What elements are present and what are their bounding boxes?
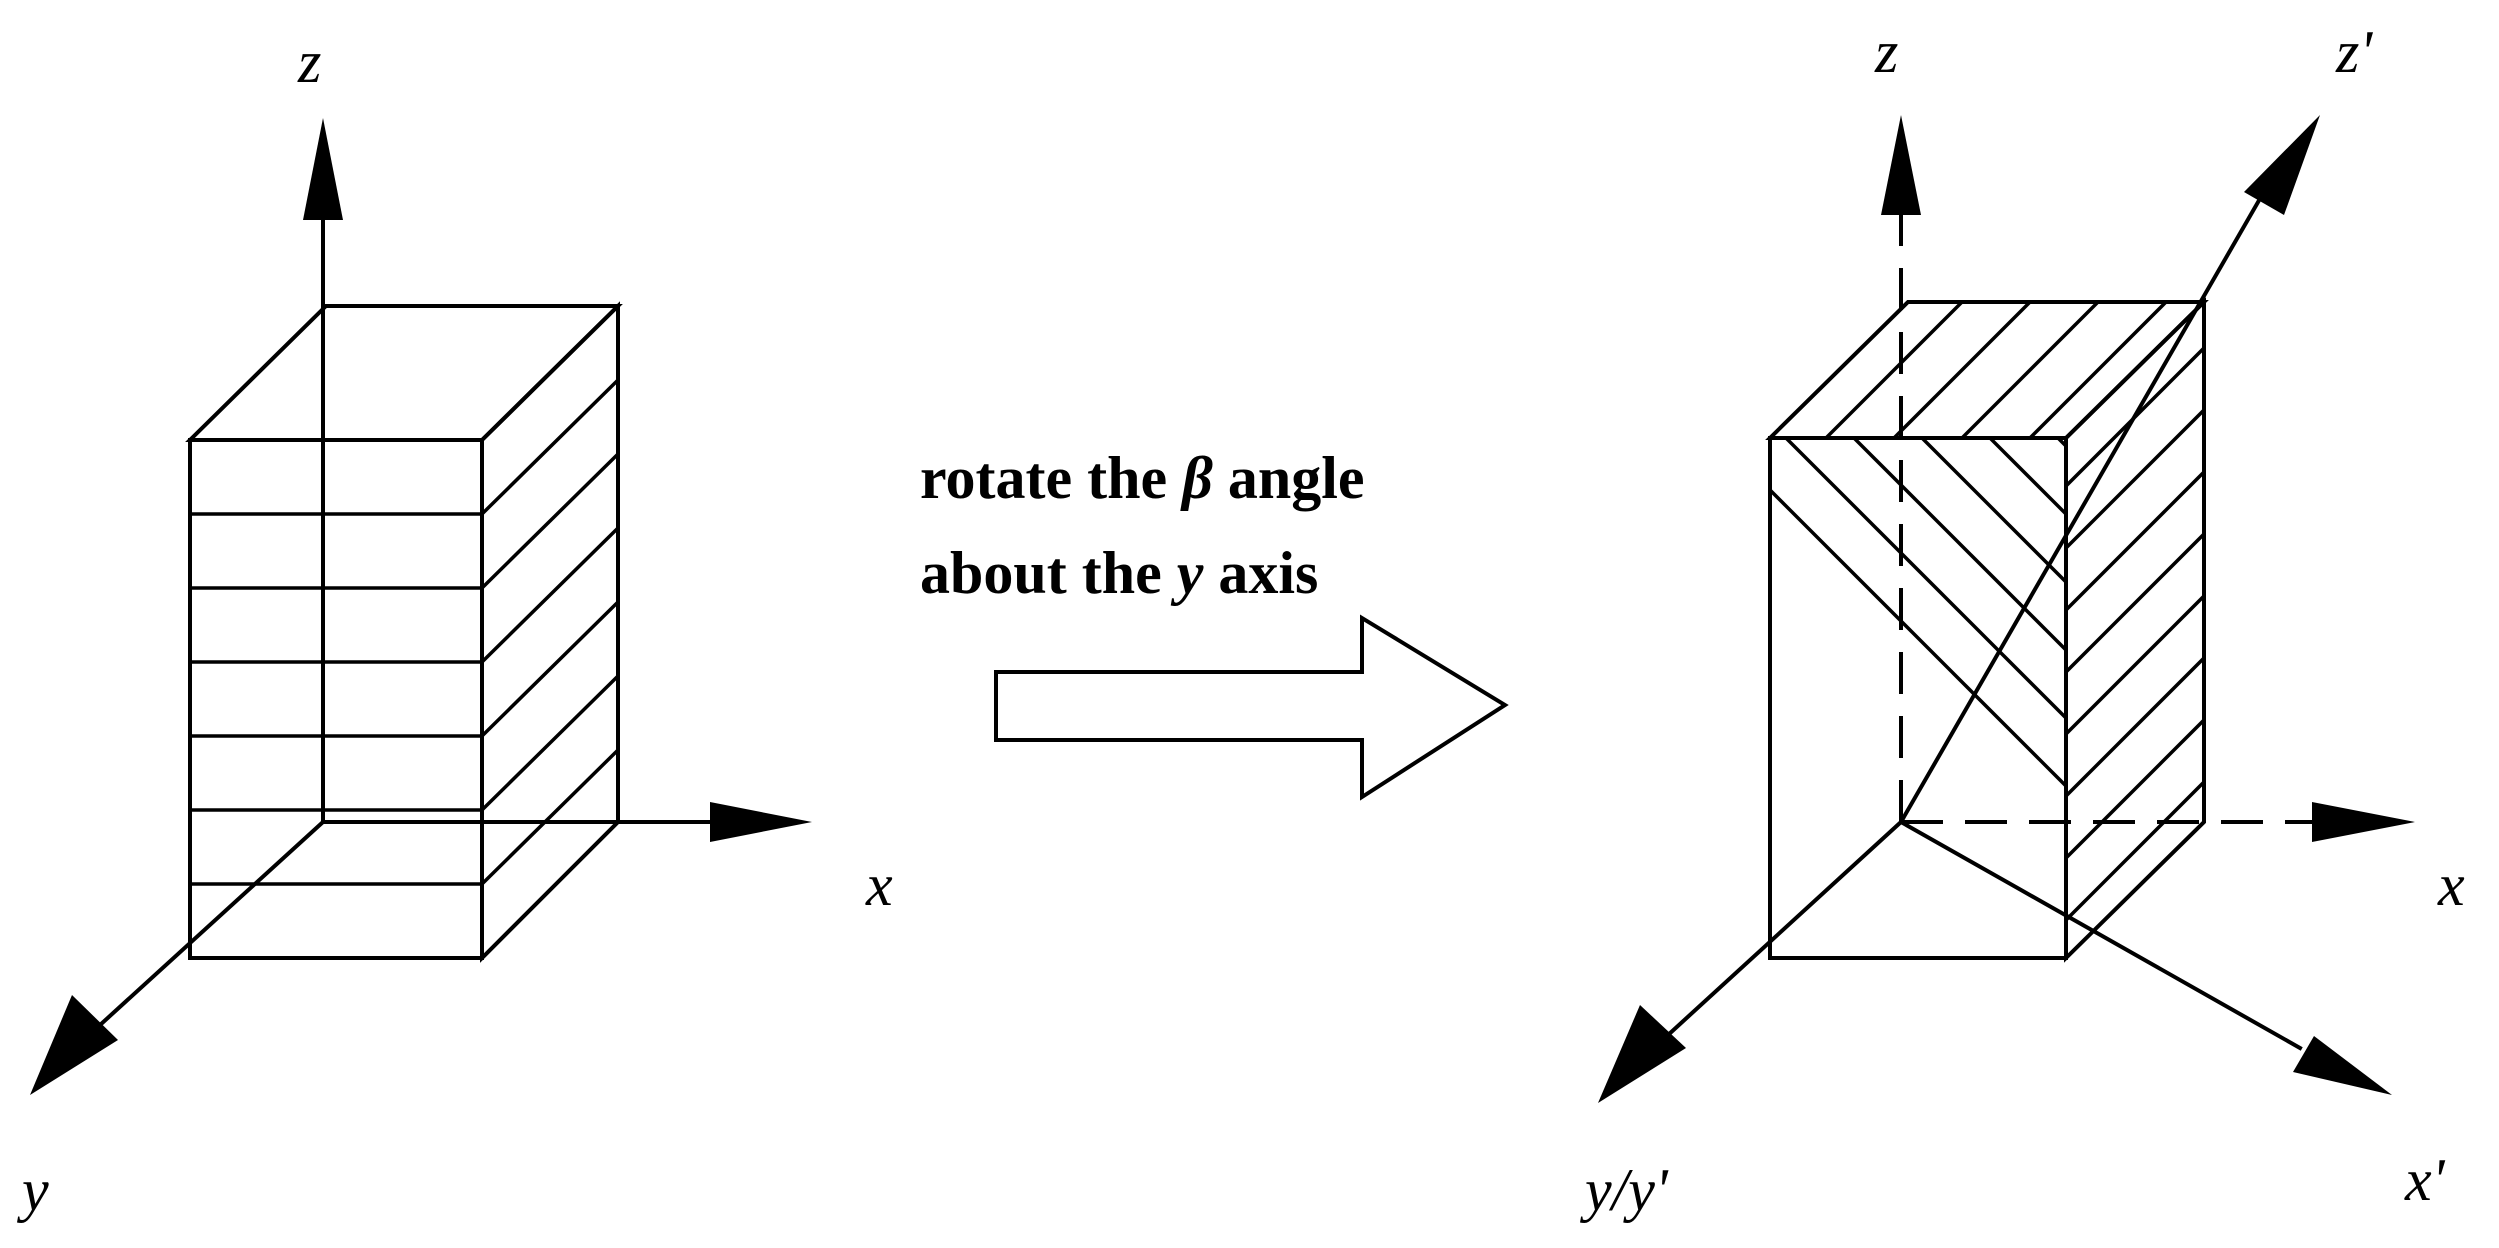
- layer-line-side: [480, 452, 620, 590]
- hatch-line-front: [1770, 438, 2066, 666]
- right-x-arrowhead: [2312, 802, 2415, 842]
- hatch-line-top: [1770, 302, 2204, 438]
- layer-line-side: [480, 526, 620, 664]
- right-y-arrowhead: [1598, 1005, 1686, 1103]
- left-y-arrowhead: [30, 995, 118, 1095]
- hatch-line-side: [2066, 712, 2204, 866]
- hatch-line-top: [1770, 302, 2204, 438]
- transform-caption-line2: about the y axis: [920, 540, 1318, 606]
- hatch-line-side: [2066, 650, 2204, 804]
- right-z-prime-label: z': [2335, 19, 2373, 85]
- transform-arrow: [994, 614, 1509, 801]
- hatch-line-front: [1770, 438, 2066, 598]
- hatch-line-front: [1760, 0, 2080, 120]
- right-y-label: y/y': [1579, 1157, 1669, 1223]
- hatch-line-front: [1760, 4, 2080, 324]
- left-box-top: [185, 304, 623, 442]
- right-box-side: [2064, 297, 2206, 963]
- hatch-line-side: [2066, 836, 2204, 958]
- hatch-line-side: [2066, 774, 2204, 928]
- right-box-front-hatching: [1760, 0, 2080, 802]
- right-z-arrowhead: [1881, 115, 1921, 215]
- left-z-arrowhead: [303, 118, 343, 220]
- hatch-line-front: [1760, 0, 2080, 52]
- layer-line-side: [480, 748, 620, 886]
- hatch-line-front: [1760, 0, 2080, 256]
- left-z-label: z: [297, 29, 321, 95]
- hatch-line-side: [2066, 464, 2204, 618]
- layer-line-side: [480, 600, 620, 738]
- right-box-top: [1765, 300, 2209, 440]
- left-y-axis: [97, 819, 326, 1028]
- hatch-line-front: [1770, 438, 2066, 734]
- left-figure: [30, 118, 812, 1095]
- left-box-side: [480, 301, 620, 963]
- hatch-line-front: [1770, 478, 2066, 802]
- right-box-front: [1768, 436, 2068, 960]
- hatch-line-side: [2066, 402, 2204, 556]
- hatch-line-front: [1770, 438, 2066, 530]
- layer-line-side: [480, 674, 620, 812]
- right-z-label: z: [1874, 19, 1898, 85]
- left-box-front: [188, 438, 484, 960]
- right-x-prime-axis: [1898, 819, 2303, 1051]
- beta-symbol: β: [1180, 445, 1213, 511]
- hatch-line-side: [2066, 588, 2204, 742]
- hatch-line-top: [1770, 302, 2204, 438]
- hatch-line-top: [1770, 302, 2204, 438]
- right-x-prime-label: x': [2404, 1147, 2446, 1213]
- left-x-arrowhead: [710, 802, 812, 842]
- transform-caption-line1: rotate the β angle: [920, 445, 1365, 511]
- hatch-line-side: [2066, 526, 2204, 680]
- right-x-prime-arrowhead: [2293, 1036, 2392, 1095]
- hatch-line-top: [1770, 302, 2204, 438]
- left-x-label: x: [865, 852, 893, 918]
- right-x-label: x: [2437, 852, 2465, 918]
- right-y-axis: [1665, 819, 1904, 1038]
- right-figure: [1598, 0, 2415, 1103]
- left-box-layers: [190, 378, 620, 886]
- hatch-line-top: [1770, 302, 2204, 370]
- right-z-prime-axis: [1898, 187, 2268, 825]
- y-symbol: y: [1171, 540, 1204, 606]
- hatch-line-top: [1760, 0, 2220, 300]
- left-y-label: y: [16, 1157, 49, 1223]
- right-z-prime-arrowhead: [2244, 115, 2320, 215]
- layer-line-side: [480, 378, 620, 516]
- hatch-line-front: [1760, 0, 2080, 188]
